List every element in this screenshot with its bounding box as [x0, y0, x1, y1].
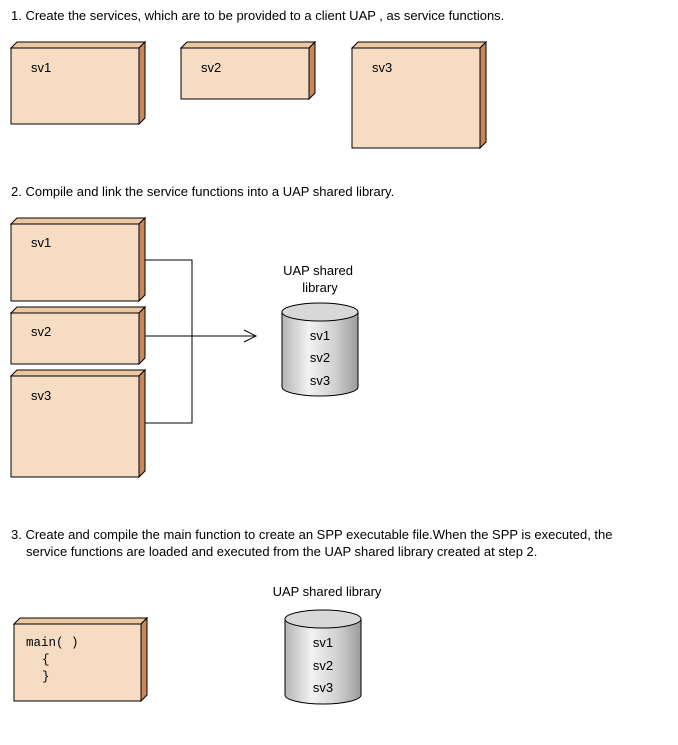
library3-item-sv2: sv2 — [313, 658, 333, 673]
main-code-line-1: main( ) — [26, 636, 79, 650]
step2-service-box-sv3: sv3 — [9, 368, 147, 479]
step-2-text: 2. Compile and link the service function… — [11, 184, 395, 199]
step1-box-label-sv1: sv1 — [31, 60, 51, 75]
library3-item-sv1: sv1 — [313, 635, 333, 650]
step1-box-label-sv3: sv3 — [372, 60, 392, 75]
library2-item-sv1: sv1 — [310, 328, 330, 343]
link-connector — [145, 259, 258, 424]
library2-item-sv2: sv2 — [310, 350, 330, 365]
step2-box-label-sv3: sv3 — [31, 388, 51, 403]
step1-service-box-sv3: sv3 — [350, 40, 488, 150]
step-1-text: 1. Create the services, which are to be … — [11, 8, 505, 23]
uap-shared-library-cylinder-step2: UAP shared library sv1 sv2 sv3 — [281, 263, 359, 397]
step1-service-box-sv2: sv2 — [179, 40, 317, 101]
main-function-box: main( ) { } — [12, 616, 149, 703]
step-3-text-line-2: service functions are loaded and execute… — [26, 544, 538, 559]
step2-service-box-sv1: sv1 — [9, 216, 147, 303]
step1-service-box-sv1: sv1 — [9, 40, 147, 126]
library3-item-sv3: sv3 — [313, 680, 333, 695]
library-title-line2: library — [302, 280, 338, 295]
step2-service-box-sv2: sv2 — [9, 305, 147, 366]
step-3-text-line-1: 3. Create and compile the main function … — [11, 527, 613, 542]
step2-box-label-sv2: sv2 — [31, 324, 51, 339]
main-code-line-2: { — [42, 653, 50, 667]
step1-box-label-sv2: sv2 — [201, 60, 221, 75]
uap-shared-library-cylinder-step3: UAP shared library sv1 sv2 sv3 — [273, 584, 382, 705]
step2-box-label-sv1: sv1 — [31, 235, 51, 250]
library2-item-sv3: sv3 — [310, 373, 330, 388]
main-code-line-3: } — [42, 670, 50, 684]
library3-title: UAP shared library — [273, 584, 382, 599]
library-title-line1: UAP shared — [283, 263, 353, 278]
